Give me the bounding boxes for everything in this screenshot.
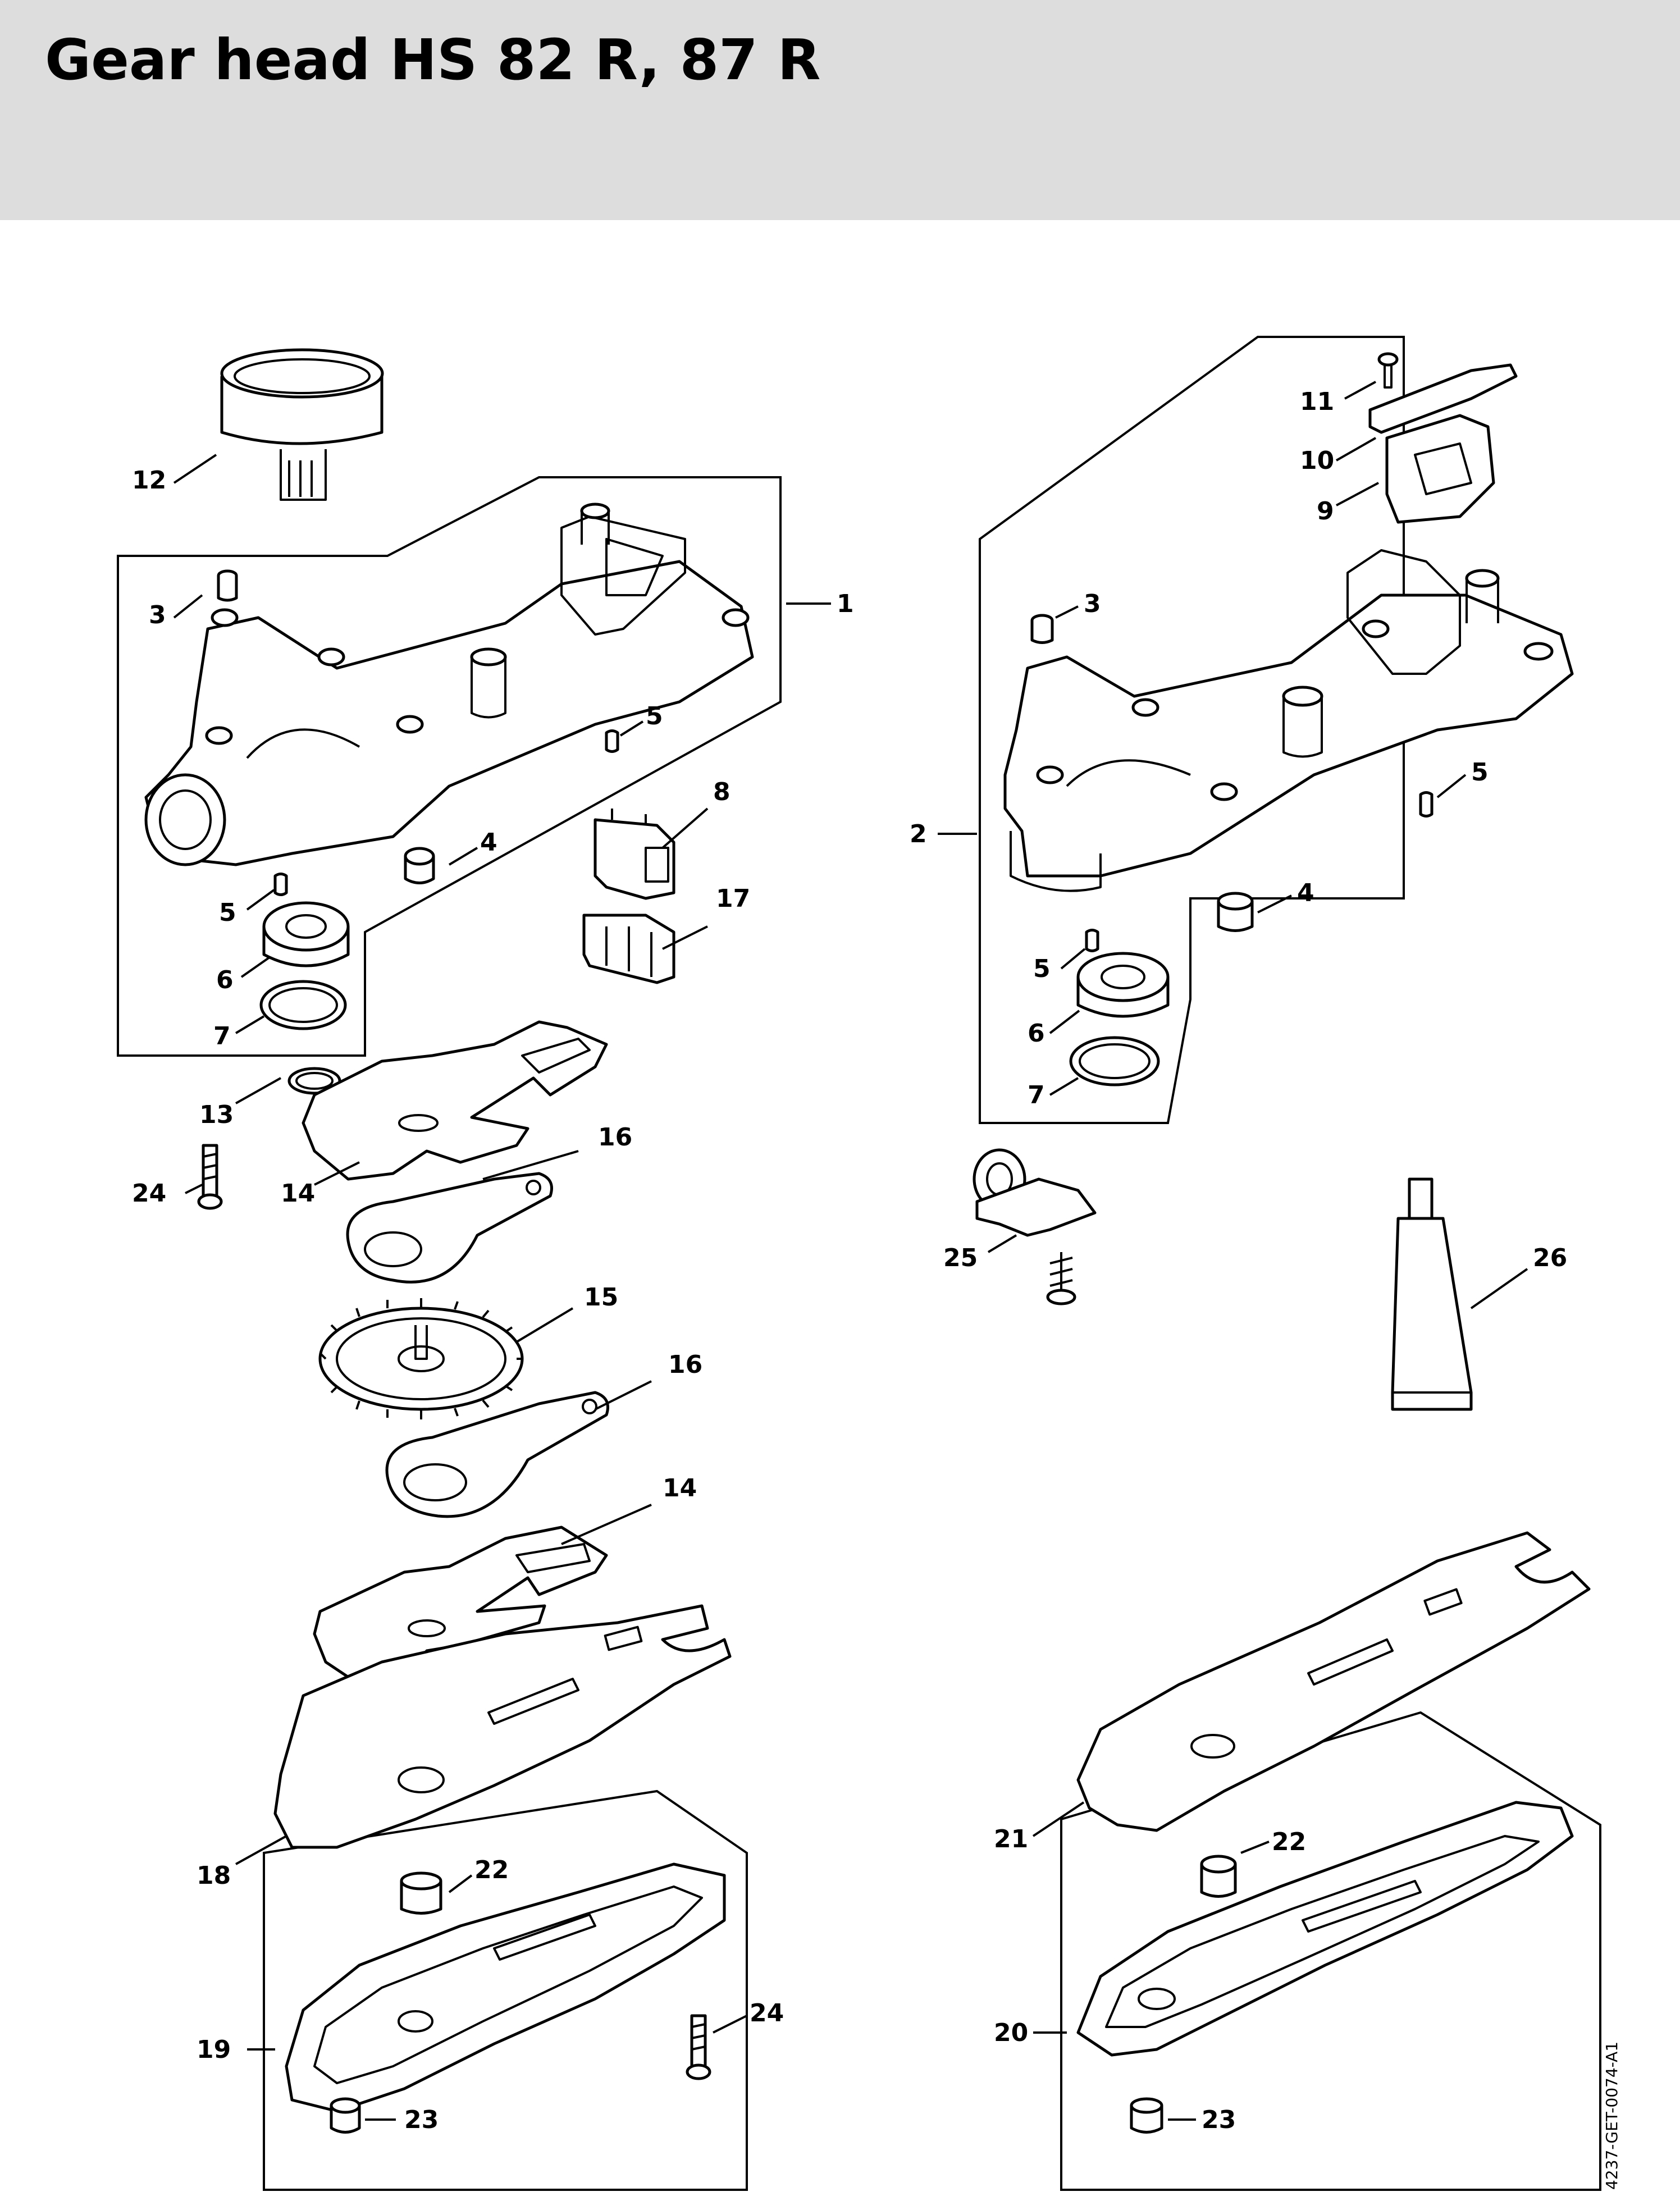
- part-5-sleeve-right-a: [1419, 791, 1434, 818]
- callout-6-right: 6: [1028, 1019, 1045, 1048]
- callout-4-right: 4: [1297, 879, 1314, 907]
- group-frame-1: [117, 476, 782, 1057]
- callout-3-right: 3: [1084, 590, 1101, 618]
- part-9-damper: [1385, 414, 1495, 524]
- callout-6-left: 6: [216, 966, 234, 994]
- part-11-screw: [1377, 352, 1399, 389]
- callout-5-right-a: 5: [1471, 758, 1489, 787]
- part-3-pin-right: [1030, 614, 1054, 644]
- callout-13: 13: [199, 1101, 234, 1129]
- part-16-lever-upper: [346, 1172, 553, 1284]
- leader-lines: [173, 381, 1528, 2121]
- callout-4-left: 4: [480, 828, 497, 857]
- part-5-sleeve-left-a: [605, 729, 619, 753]
- part-15-gear-wheel: [318, 1298, 524, 1419]
- part-7-circlip-left: [259, 980, 347, 1030]
- callout-1: 1: [837, 590, 854, 618]
- part-4-needle-bearing-right: [1217, 892, 1254, 932]
- callout-8: 8: [713, 778, 731, 806]
- part-3-pin-left: [217, 569, 238, 602]
- callout-9: 9: [1317, 497, 1334, 526]
- part-22-bushing-left: [400, 1871, 442, 1915]
- part-24-screw-lower: [686, 2014, 711, 2080]
- part-6-ball-bearing-right: [1076, 952, 1170, 1018]
- drawing-reference: 4237-GET-0074-A1: [1603, 2042, 1621, 2190]
- part-1-gear-housing: [144, 503, 754, 866]
- part-7-circlip-right: [1069, 1036, 1160, 1086]
- callout-18: 18: [197, 1861, 231, 1890]
- callout-2: 2: [910, 820, 927, 848]
- part-23-plug-left: [330, 2097, 361, 2134]
- callout-19: 19: [197, 2035, 231, 2064]
- callout-5-left-b: 5: [219, 898, 236, 927]
- part-25-bracket: [973, 1148, 1097, 1305]
- callout-3-left: 3: [149, 601, 166, 629]
- part-21-gasket: [1076, 1531, 1591, 1832]
- part-26-grease-tube: [1391, 1177, 1473, 1411]
- part-4-needle-bearing-left: [404, 847, 435, 884]
- callout-15: 15: [584, 1283, 618, 1312]
- callout-16-upper: 16: [598, 1123, 632, 1152]
- part-12-clutch-drum: [220, 348, 384, 501]
- group-frame-20: [1060, 1711, 1601, 2191]
- part-6-ball-bearing-left: [262, 901, 350, 967]
- callout-14-lower: 14: [663, 1474, 697, 1503]
- callout-7-right: 7: [1028, 1081, 1045, 1109]
- callout-7-left: 7: [213, 1022, 231, 1051]
- callout-16-lower: 16: [668, 1350, 702, 1379]
- part-8-cover: [594, 809, 675, 900]
- callout-22-right: 22: [1272, 1828, 1306, 1856]
- callout-14-upper: 14: [281, 1179, 315, 1208]
- group-frame-19: [263, 1789, 748, 2191]
- callout-24-lower: 24: [750, 1999, 784, 2028]
- callout-5-left-a: 5: [646, 702, 663, 730]
- part-20-gear-cover: [1076, 1801, 1574, 2057]
- callout-21: 21: [994, 1825, 1028, 1853]
- part-19-gear-cover: [285, 1862, 726, 2113]
- callout-10: 10: [1300, 446, 1334, 475]
- group-frame-2: [979, 336, 1405, 1124]
- part-10-plate: [1368, 363, 1518, 434]
- callout-23-left: 23: [404, 2106, 439, 2134]
- callout-12: 12: [132, 466, 166, 495]
- callout-20: 20: [994, 2019, 1028, 2047]
- part-5-sleeve-right-b: [1085, 929, 1099, 952]
- header-band: [0, 0, 1680, 220]
- callout-11: 11: [1300, 387, 1334, 416]
- callout-22-left: 22: [474, 1856, 509, 1884]
- part-24-screw-upper: [197, 1144, 223, 1210]
- part-17-holder: [582, 914, 675, 984]
- part-5-sleeve-left-b: [273, 873, 288, 896]
- callout-23-right: 23: [1202, 2106, 1236, 2134]
- part-2-gear-housing: [1003, 549, 1574, 892]
- part-14-bracket-upper: [302, 1020, 608, 1181]
- callout-25: 25: [943, 1244, 978, 1272]
- part-16-lever-lower: [385, 1391, 609, 1518]
- part-22-bushing-right: [1200, 1855, 1237, 1898]
- callout-26: 26: [1533, 1244, 1567, 1272]
- callout-24-upper: 24: [132, 1179, 166, 1208]
- part-18-gasket: [273, 1604, 732, 1849]
- callout-17: 17: [716, 884, 750, 913]
- part-23-plug-right: [1130, 2097, 1163, 2134]
- callout-5-right-b: 5: [1033, 955, 1051, 983]
- page-title: Gear head HS 82 R, 87 R: [45, 27, 821, 93]
